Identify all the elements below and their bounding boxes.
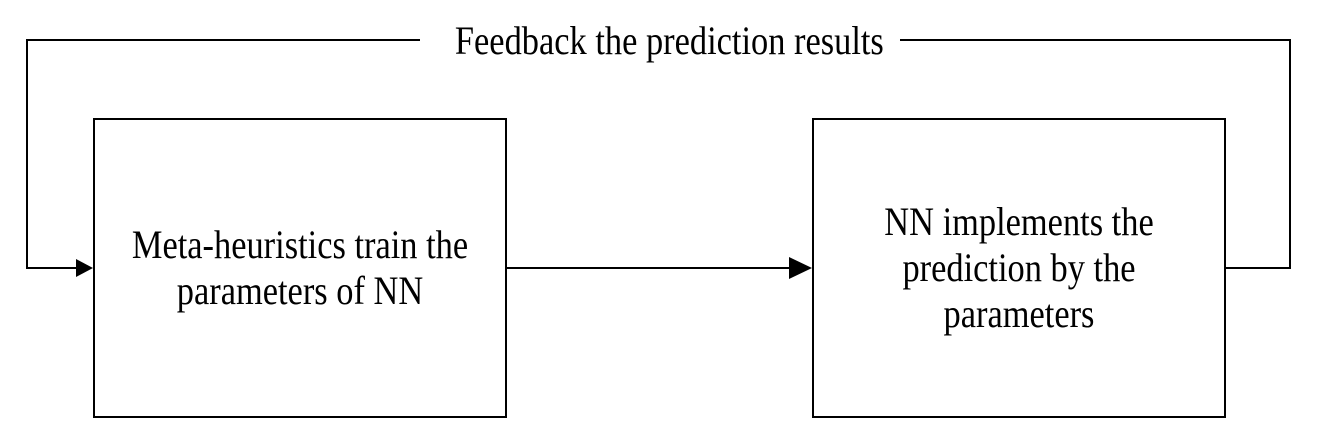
train-node: Meta-heuristics train the parameters of … <box>93 118 507 418</box>
feedback-label: Feedback the prediction results <box>420 18 900 64</box>
predict-node-label: NN implements the prediction by the para… <box>884 199 1154 336</box>
feedback-arrowhead <box>76 259 93 277</box>
feedback-label-text: Feedback the prediction results <box>454 18 884 63</box>
forward-arrowhead <box>789 257 812 279</box>
train-node-label: Meta-heuristics train the parameters of … <box>131 222 469 313</box>
predict-node: NN implements the prediction by the para… <box>812 118 1226 418</box>
